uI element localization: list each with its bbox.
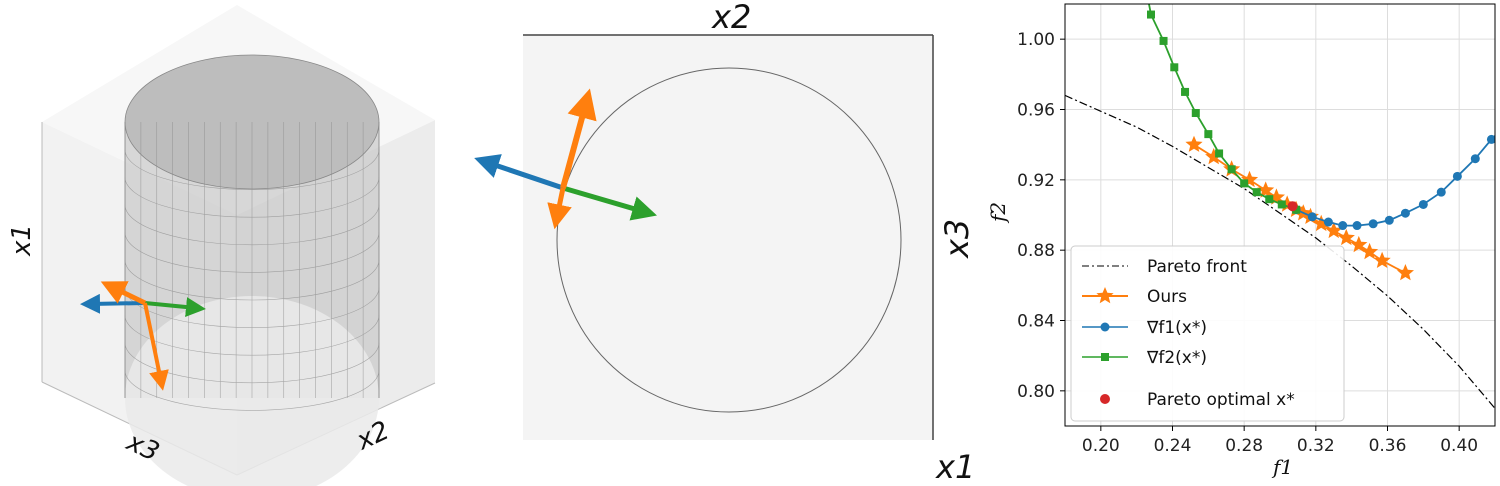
legend: Pareto front Ours ∇f1(x*) ∇f2(x*) Pareto…	[1070, 245, 1345, 422]
data-point	[1185, 135, 1203, 152]
gradient-arrows-3d	[80, 281, 206, 391]
x-tick-label: 0.36	[1369, 436, 1407, 456]
y-axis-title: f2	[986, 202, 1010, 224]
data-point	[1215, 149, 1224, 158]
y-tick-label: 0.96	[1017, 101, 1055, 121]
data-point	[1277, 200, 1286, 209]
legend-label-ours: Ours	[1147, 287, 1187, 307]
y-tick-label: 1.00	[1017, 30, 1055, 50]
data-point	[1181, 87, 1190, 96]
data-point	[1312, 214, 1330, 232]
data-point	[1159, 36, 1168, 45]
data-point	[1307, 212, 1317, 222]
pareto-optimal-point	[1287, 201, 1298, 212]
gradient-arrows-2d	[474, 88, 657, 230]
y-tick-label: 0.92	[1017, 171, 1055, 191]
x-tick-label: 0.40	[1440, 436, 1478, 456]
data-point	[1292, 205, 1301, 214]
data-point	[1265, 195, 1274, 204]
series-pareto-optimal	[1287, 201, 1298, 212]
series-layer	[1065, 4, 1495, 409]
axis-label-x3-2d: x3	[938, 219, 976, 259]
data-point	[1350, 235, 1368, 253]
y-tick-label: 0.80	[1017, 382, 1055, 402]
data-point	[1396, 264, 1414, 281]
legend-label-pareto-optimal: Pareto optimal x*	[1147, 390, 1295, 410]
x-tick-label: 0.28	[1225, 436, 1263, 456]
x-tick-label: 0.24	[1154, 436, 1192, 456]
data-point	[1486, 134, 1495, 144]
data-point	[1452, 171, 1462, 181]
data-point	[1170, 63, 1179, 72]
legend-label-pareto-front: Pareto front	[1147, 257, 1247, 277]
axis-label-x2-2d: x2	[711, 0, 751, 36]
projection-circle	[556, 67, 902, 413]
data-point	[1252, 188, 1261, 197]
cylinder-surface	[124, 54, 380, 486]
data-point	[1361, 242, 1379, 260]
x-tick-label: 0.20	[1082, 436, 1120, 456]
panel-2d-projection: x2 x3 x1	[474, 0, 976, 486]
data-point	[1373, 251, 1391, 268]
axis-label-x1-2d: x1	[935, 448, 975, 486]
panel-3d-cylinder: x1 x3 x2	[7, 5, 436, 486]
x-axis-title: f1	[1271, 455, 1293, 479]
axis-label-x1-3d: x1	[7, 224, 37, 257]
data-point	[1205, 148, 1223, 165]
data-point	[1240, 179, 1249, 188]
y-tick-label: 0.88	[1017, 241, 1055, 261]
data-point	[1337, 228, 1355, 246]
data-point	[1204, 130, 1213, 139]
legend-label-grad-f2: ∇f2(x*)	[1146, 348, 1207, 368]
data-point	[1191, 109, 1200, 118]
series-grad-f2	[1147, 4, 1301, 214]
data-point	[1338, 221, 1348, 231]
data-point	[1352, 221, 1362, 231]
data-point	[1470, 154, 1480, 164]
tick-layer: 0.20 0.24 0.28 0.32 0.36 0.40 0.80 0.84 0.88 0.92…	[1017, 30, 1478, 456]
pareto-chart: 0.20 0.24 0.28 0.32 0.36 0.40 0.80 0.84 0.88 0.92…	[986, 3, 1496, 479]
data-point	[1323, 217, 1333, 227]
series-grad-f1	[1291, 134, 1495, 231]
data-point	[1257, 181, 1275, 198]
data-point	[1418, 199, 1428, 209]
data-point	[1147, 10, 1155, 19]
series-pareto-front	[1065, 94, 1495, 409]
legend-label-grad-f1: ∇f1(x*)	[1146, 318, 1207, 338]
data-point	[1400, 208, 1410, 218]
data-point	[1325, 221, 1343, 239]
legend-box	[1070, 245, 1345, 422]
data-point	[1384, 215, 1394, 225]
pareto-front-line	[1065, 94, 1495, 409]
x-tick-label: 0.32	[1297, 436, 1335, 456]
data-point	[1436, 187, 1446, 197]
data-point	[1227, 165, 1236, 174]
legend-star-marker	[1096, 287, 1114, 304]
data-point	[1368, 219, 1378, 229]
y-tick-label: 0.84	[1017, 312, 1055, 332]
projection-plane	[523, 35, 933, 440]
